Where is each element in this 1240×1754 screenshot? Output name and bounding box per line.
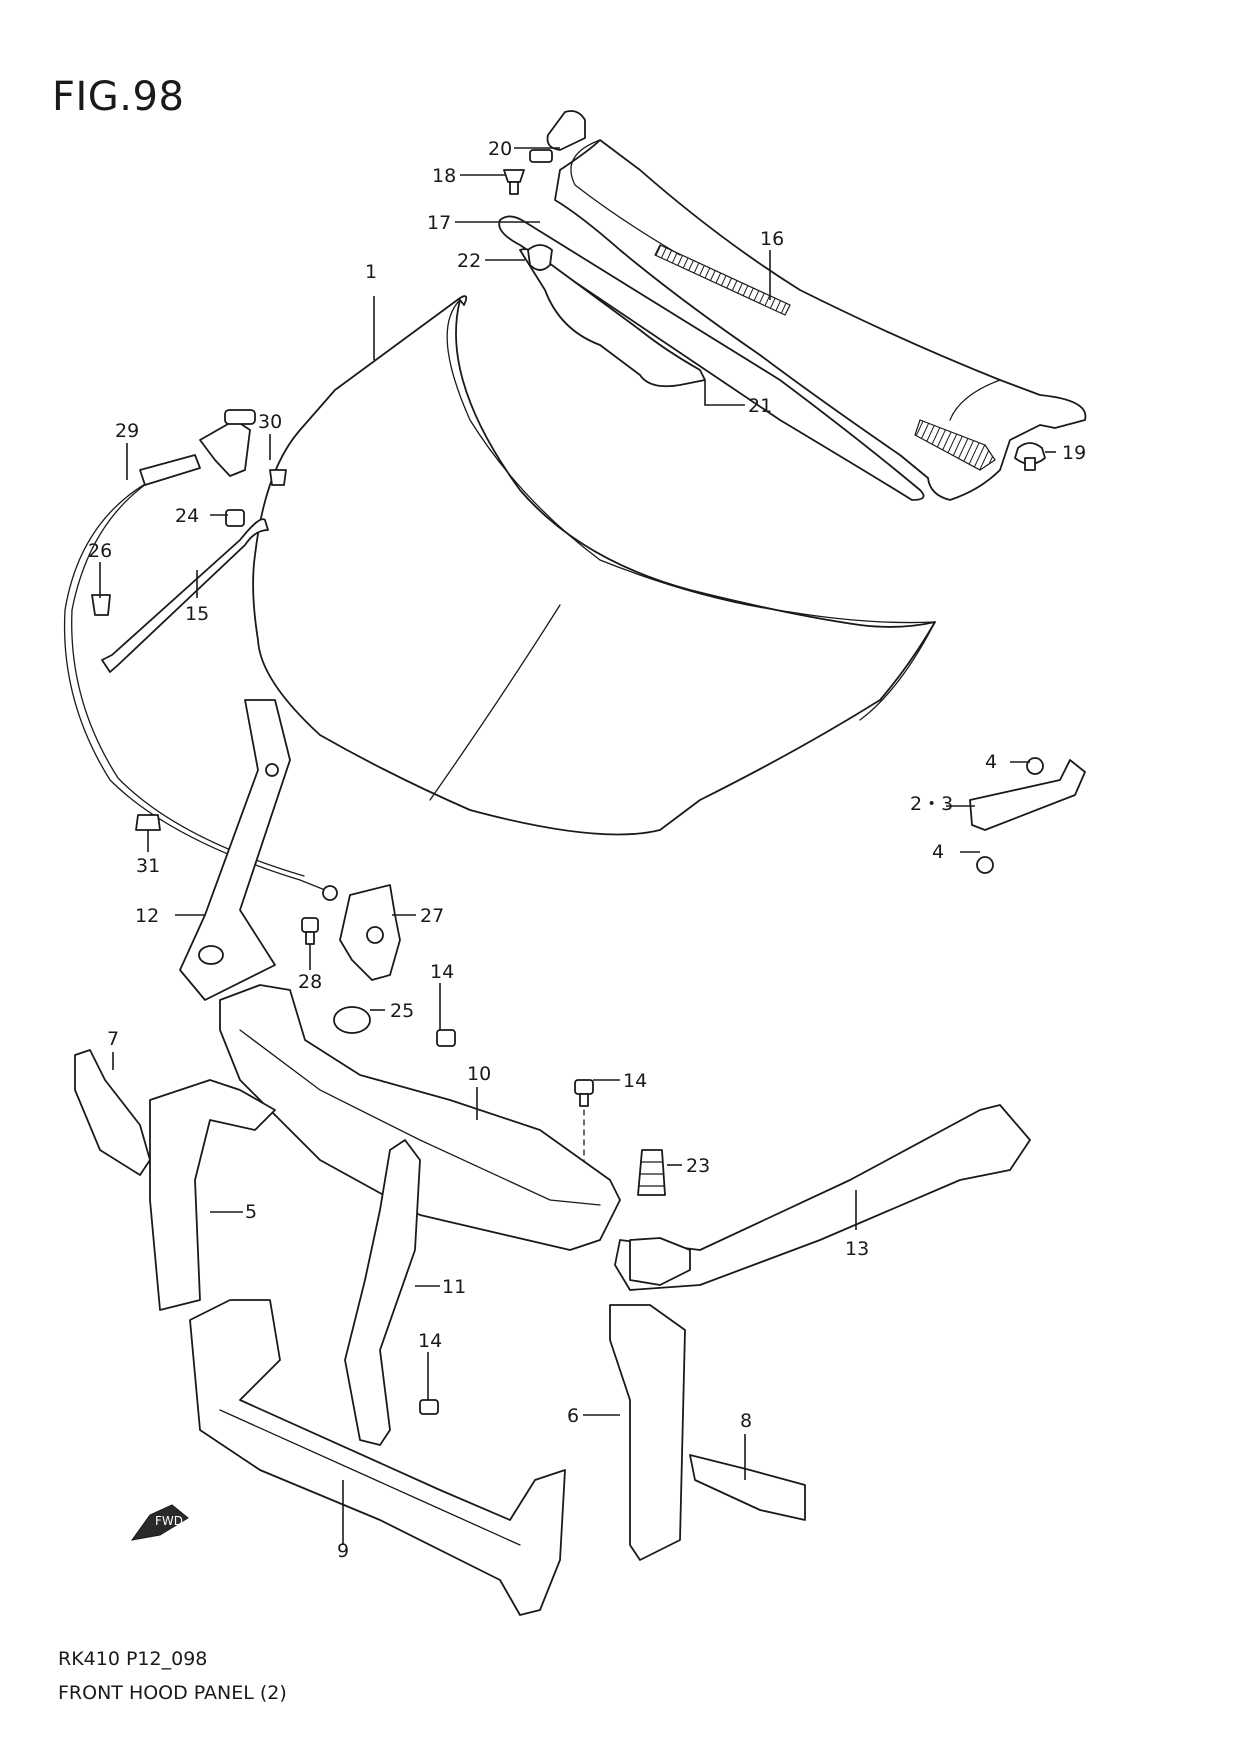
- callout-4b: 4: [932, 841, 944, 863]
- forward-arrow-badge: FWD: [130, 1504, 189, 1541]
- callout-4a: 4: [985, 751, 997, 773]
- callout-27: 27: [420, 905, 444, 927]
- callout-18: 18: [432, 165, 456, 187]
- document-code: RK410 P12_098: [58, 1648, 208, 1670]
- cowl-top-panel[interactable]: [546, 110, 1087, 501]
- callout-6: 6: [567, 1405, 579, 1427]
- cowl-seal[interactable]: [498, 215, 925, 501]
- callout-12: 12: [135, 905, 159, 927]
- callout-14a: 14: [430, 961, 454, 983]
- upper-radiator-support[interactable]: [219, 984, 621, 1251]
- bolt-14b[interactable]: [574, 1079, 594, 1107]
- callout-1: 1: [365, 261, 377, 283]
- callout-23: 23: [686, 1155, 710, 1177]
- leader-lines: [99, 147, 1056, 1545]
- callout-10: 10: [467, 1063, 491, 1085]
- side-member-11[interactable]: [344, 1139, 421, 1446]
- fwd-label: FWD: [155, 1514, 183, 1528]
- callout-14c: 14: [418, 1330, 442, 1352]
- bumper-25[interactable]: [333, 1006, 371, 1034]
- hood-hinge[interactable]: [969, 757, 1086, 874]
- bolt-14c[interactable]: [419, 1399, 439, 1415]
- bracket-8[interactable]: [689, 1454, 806, 1521]
- callout-25: 25: [390, 1000, 414, 1022]
- clip-30[interactable]: [269, 469, 287, 486]
- clip-19[interactable]: [1014, 442, 1046, 471]
- clip-18[interactable]: [503, 169, 525, 195]
- callout-16: 16: [760, 228, 784, 250]
- callout-7: 7: [107, 1028, 119, 1050]
- cushion-23[interactable]: [637, 1149, 666, 1196]
- callout-15: 15: [185, 603, 209, 625]
- bolt-14a[interactable]: [436, 1029, 456, 1047]
- callout-14b: 14: [623, 1070, 647, 1092]
- callout-26: 26: [88, 540, 112, 562]
- lower-radiator-support[interactable]: [189, 1299, 566, 1616]
- callout-24: 24: [175, 505, 199, 527]
- clip-24[interactable]: [225, 509, 245, 527]
- side-member-6[interactable]: [609, 1304, 686, 1561]
- hood-release-cable[interactable]: [63, 409, 338, 901]
- side-member[interactable]: [614, 1104, 1031, 1291]
- hood-support-rod[interactable]: [101, 518, 269, 673]
- figure-title: FIG.98: [52, 74, 185, 120]
- callout-9: 9: [337, 1540, 349, 1562]
- callout-8: 8: [740, 1410, 752, 1432]
- callout-28: 28: [298, 971, 322, 993]
- callout-22: 22: [457, 250, 481, 272]
- side-member-7[interactable]: [74, 1049, 151, 1176]
- hood-lock[interactable]: [339, 884, 401, 981]
- clip-26[interactable]: [91, 594, 111, 616]
- callout-5: 5: [245, 1201, 257, 1223]
- hood-panel[interactable]: [252, 295, 936, 836]
- callout-31: 31: [136, 855, 160, 877]
- callout-11: 11: [442, 1276, 466, 1298]
- callout-21: 21: [748, 395, 772, 417]
- callout-29: 29: [115, 420, 139, 442]
- clip-31[interactable]: [135, 814, 161, 831]
- callout-17: 17: [427, 212, 451, 234]
- document-name: FRONT HOOD PANEL (2): [58, 1682, 287, 1704]
- callout-20: 20: [488, 138, 512, 160]
- clip-22[interactable]: [527, 244, 553, 271]
- callout-13: 13: [845, 1238, 869, 1260]
- bolt-28[interactable]: [301, 917, 319, 945]
- hood-lock-brace[interactable]: [179, 699, 291, 1001]
- clip-20[interactable]: [529, 149, 553, 163]
- callout-19: 19: [1062, 442, 1086, 464]
- callout-2-3: 2・3: [910, 793, 953, 815]
- callout-numbers: 1 2・3 4 4 5 6 7 8 9 10 11 12 13 14 14 14…: [88, 138, 1086, 1562]
- side-member-5[interactable]: [149, 1079, 276, 1311]
- callout-30: 30: [258, 411, 282, 433]
